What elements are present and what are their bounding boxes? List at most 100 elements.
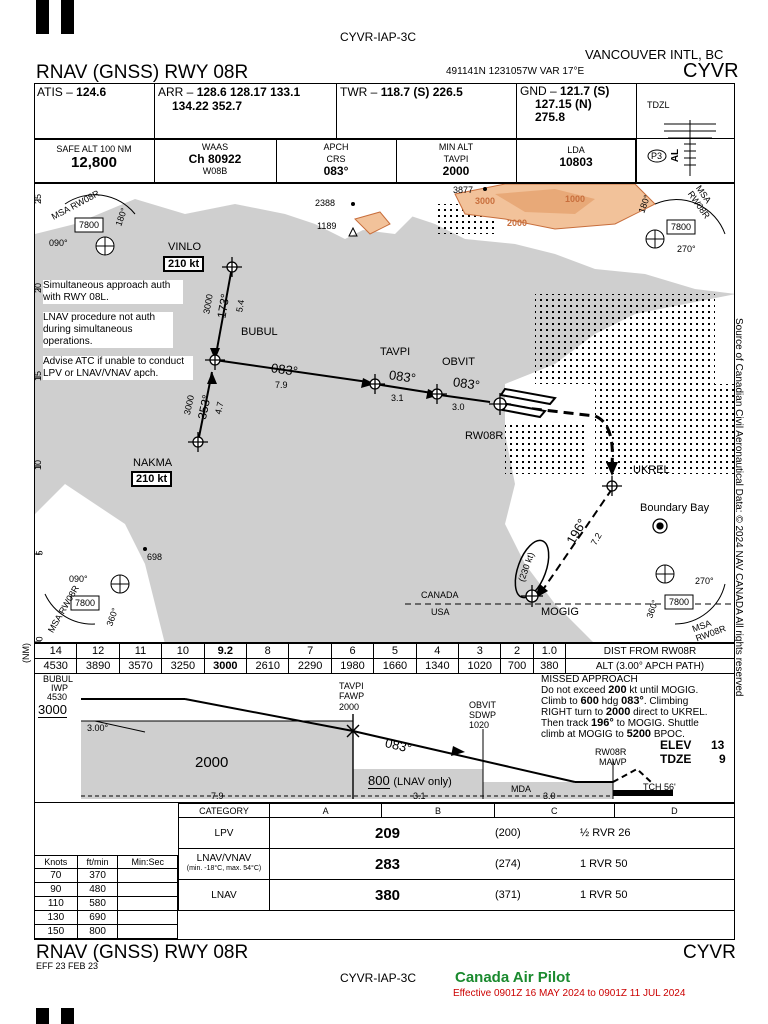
footer-eff: EFF 23 FEB 23 bbox=[36, 961, 99, 971]
msa-tl-alt: 7800 bbox=[79, 220, 100, 230]
apch-crs-cell: APCH CRS 083° bbox=[323, 142, 349, 178]
lnav-vis: 1 RVR 50 bbox=[580, 889, 628, 901]
profile-d3: 3.0 bbox=[543, 791, 556, 801]
ukrel-fix bbox=[602, 476, 622, 496]
profile-tavpi-alt: 2000 bbox=[339, 702, 360, 712]
urban-dots-2 bbox=[595, 384, 734, 474]
missed-approach-path bbox=[499, 403, 614, 465]
profile-tavpi: TAVPI bbox=[339, 681, 364, 691]
lnavvnav-da: 283 bbox=[375, 856, 401, 873]
scale-10: 10 bbox=[34, 459, 44, 471]
leg-vinlo-dist: 5.4 bbox=[234, 298, 247, 314]
altitude-label: ALT (3.00° APCH PATH) bbox=[565, 658, 735, 674]
lpv-vis: ½ RVR 26 bbox=[580, 827, 631, 839]
profile-iwp: IWP bbox=[51, 683, 68, 693]
category-label: CATEGORY bbox=[178, 803, 270, 818]
lnav-hat: (371) bbox=[495, 889, 521, 901]
profile-mawp: MAWP bbox=[599, 757, 627, 767]
contour-2000: 2000 bbox=[507, 218, 528, 228]
lnavvnav-hat: (274) bbox=[495, 858, 521, 870]
bubul-fix bbox=[205, 350, 225, 370]
mogig-fix bbox=[521, 585, 543, 607]
distance-cell: 2 bbox=[500, 643, 534, 659]
profile-obvit-alt: 1020 bbox=[469, 720, 490, 730]
distance-cell: 9.2 bbox=[203, 643, 248, 659]
scale-5: 5 bbox=[34, 550, 45, 556]
profile-bubul: BUBUL bbox=[43, 674, 74, 684]
lpv-label: LPV bbox=[178, 817, 270, 849]
altitude-cell: 4530 bbox=[33, 658, 78, 674]
airport-name: VANCOUVER INTL, BC bbox=[585, 47, 724, 62]
distance-cell: 4 bbox=[415, 643, 460, 659]
footer-brand: Canada Air Pilot bbox=[455, 969, 571, 986]
tavpi-profile-fix bbox=[346, 714, 360, 799]
rate-cell bbox=[117, 924, 178, 939]
distance-cell: 3 bbox=[458, 643, 502, 659]
footer-effective: Effective 0901Z 16 MAY 2024 to 0901Z 11 … bbox=[453, 988, 686, 999]
urban-dots-1 bbox=[535, 294, 715, 384]
boundary-bay-aerodrome bbox=[652, 518, 668, 534]
msa-tr-270: 270° bbox=[677, 244, 696, 254]
distance-cell: 6 bbox=[330, 643, 375, 659]
altitude-cell: 3000 bbox=[203, 658, 248, 674]
holding-pattern bbox=[514, 539, 550, 599]
altitude-cell: 2610 bbox=[246, 658, 290, 674]
msa-br bbox=[655, 564, 726, 625]
icao-code: CYVR bbox=[683, 60, 739, 82]
profile-mda: MDA bbox=[511, 784, 531, 794]
vinlo-fix bbox=[222, 257, 242, 277]
profile-view: BUBUL IWP 4530 3000 3.00° TAVPI FAWP 200… bbox=[34, 673, 735, 803]
distance-cell: 7 bbox=[288, 643, 332, 659]
lpv-hat: (200) bbox=[495, 827, 521, 839]
msa-bl-alt: 7800 bbox=[75, 598, 96, 608]
minima-row-lnav-vnav: LNAV/VNAV (min. -18°C, max. 54°C) 283 (2… bbox=[178, 848, 735, 880]
footer-chart-id: CYVR-IAP-3C bbox=[340, 971, 417, 985]
distance-cell: 1.0 bbox=[532, 643, 567, 659]
rw08r-label: RW08R bbox=[465, 430, 504, 442]
contour-3000: 3000 bbox=[475, 196, 496, 206]
footer-procedure: RNAV (GNSS) RWY 08R bbox=[36, 942, 249, 963]
profile-sdwp: SDWP bbox=[469, 710, 496, 720]
p3-label: P3 bbox=[651, 151, 663, 161]
msa-br-270: 270° bbox=[695, 576, 714, 586]
profile-tch: TCH 56' bbox=[643, 782, 676, 792]
atis-freq: ATIS – 124.6 bbox=[37, 85, 107, 99]
lnavvnav-vis: 1 RVR 50 bbox=[580, 858, 628, 870]
terrain-north-inner bbox=[495, 189, 595, 214]
scale-25: 25 bbox=[34, 193, 44, 205]
vinlo-speed: 210 kt bbox=[163, 256, 205, 272]
note-advise: Advise ATC if unable to conduct LPV or L… bbox=[43, 356, 193, 380]
distance-cell: 10 bbox=[161, 643, 205, 659]
minima-box bbox=[34, 803, 735, 940]
cat-c: C bbox=[493, 803, 615, 818]
border-usa: USA bbox=[431, 607, 450, 617]
waas-cell: WAAS Ch 80922 W08B bbox=[188, 142, 242, 176]
land-west-island bbox=[35, 484, 165, 642]
profile-fawp: FAWP bbox=[339, 691, 365, 701]
rw08r-fix bbox=[489, 393, 511, 415]
plan-view: 25 20 15 10 5 0 Simultaneous approach au… bbox=[34, 183, 735, 643]
scale-nm-label: (NM) bbox=[21, 643, 31, 663]
distance-cell: 11 bbox=[118, 643, 163, 659]
lnavvnav-label: LNAV/VNAV bbox=[196, 853, 252, 864]
urban-dots-3 bbox=[505, 424, 585, 474]
obvit-label: OBVIT bbox=[442, 356, 476, 368]
elev-698: 698 bbox=[147, 552, 163, 562]
elev-label: ELEV bbox=[660, 738, 692, 752]
msa-tr bbox=[645, 199, 726, 249]
tavpi-fix bbox=[365, 374, 385, 394]
cat-a: A bbox=[268, 803, 383, 818]
cat-d: D bbox=[613, 803, 736, 818]
papi-icon bbox=[647, 149, 667, 163]
note-simultaneous: Simultaneous approach auth with RWY 08L. bbox=[43, 280, 183, 304]
altitude-cell: 1660 bbox=[373, 658, 417, 674]
binding-mark-bottom bbox=[36, 1008, 74, 1024]
minima-table: CATEGORY A B C D LPV 209 (200) ½ RVR 26 … bbox=[178, 803, 736, 911]
bubul-label: BUBUL bbox=[241, 326, 278, 338]
